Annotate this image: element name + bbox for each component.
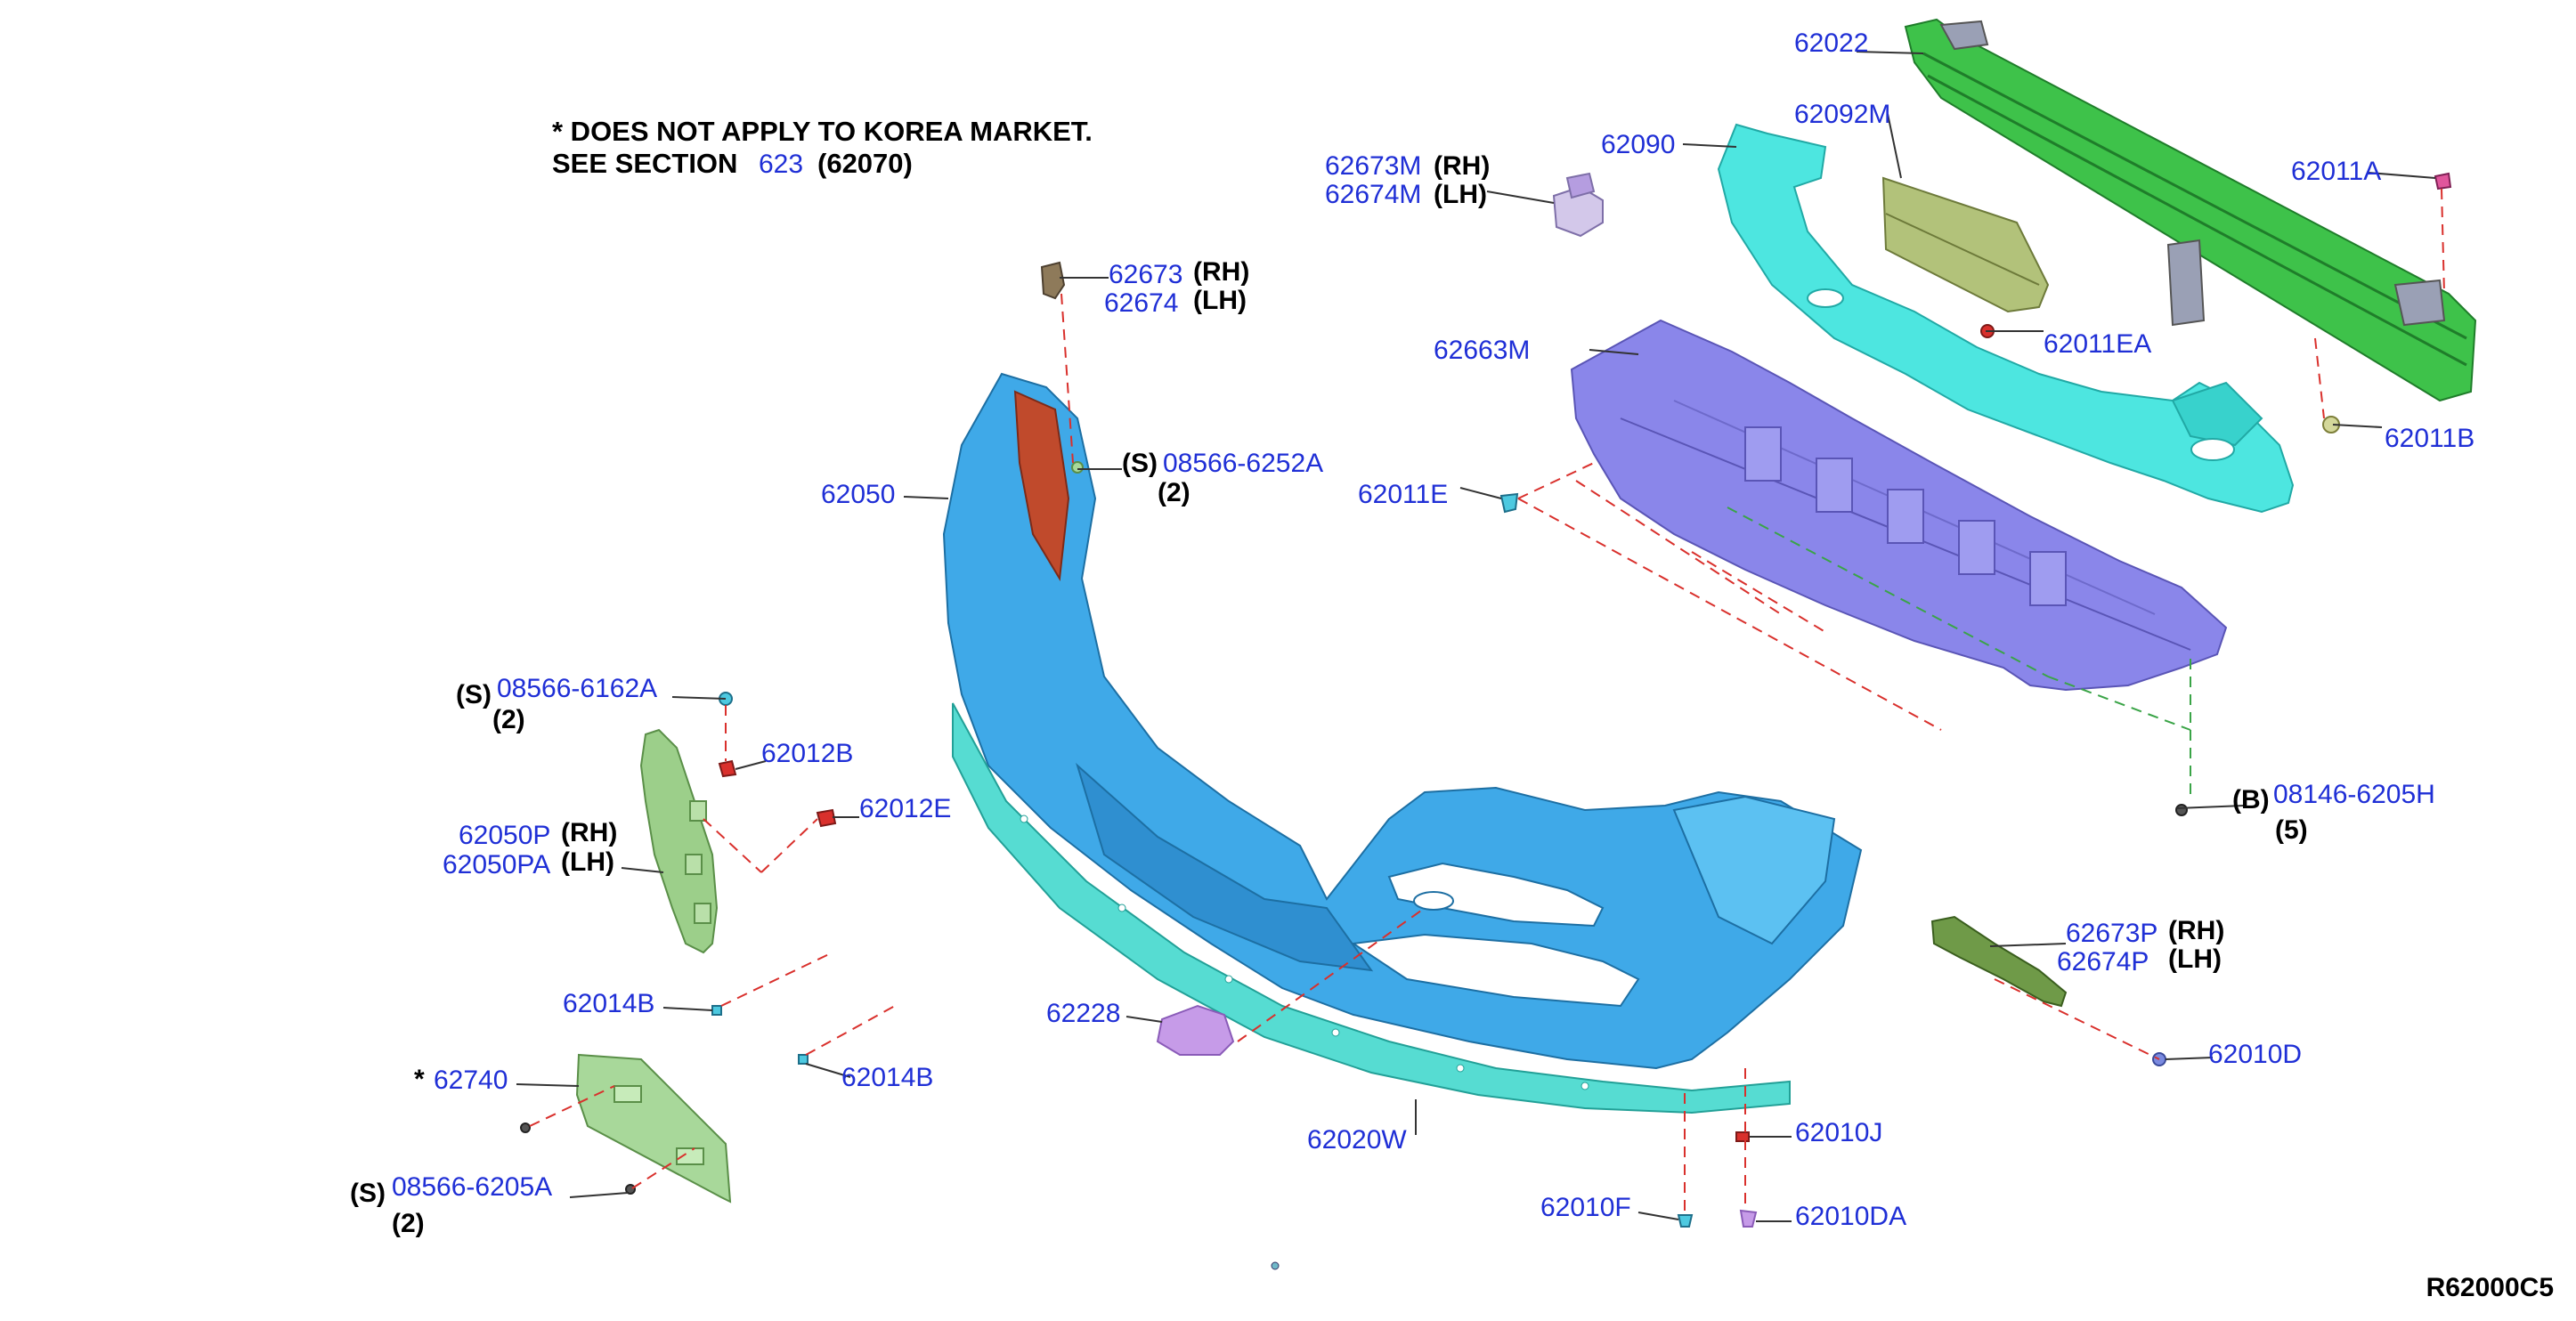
- label-rh-62673M: (RH): [1434, 151, 1490, 181]
- clip-62014B-upper[interactable]: [711, 1005, 722, 1016]
- label-62050PA[interactable]: 62050PA: [443, 850, 550, 879]
- label-62674[interactable]: 62674: [1104, 288, 1178, 318]
- label-62011E[interactable]: 62011E: [1358, 480, 1448, 509]
- label-62740[interactable]: 62740: [434, 1066, 508, 1095]
- label-62663M[interactable]: 62663M: [1434, 336, 1530, 365]
- bolt-08146-6205H[interactable]: [2175, 804, 2188, 816]
- label-s-6162A: (S): [456, 680, 492, 709]
- note-line-2-prefix: SEE SECTION: [552, 148, 737, 179]
- label-qty-6205A: (2): [392, 1209, 425, 1238]
- part-labels: 62022 62092M 62011A 62090 62673M (RH) 62…: [350, 28, 2474, 1238]
- label-rh-62673: (RH): [1193, 257, 1249, 287]
- label-62673P[interactable]: 62673P: [2066, 919, 2158, 948]
- label-62010D[interactable]: 62010D: [2208, 1040, 2302, 1069]
- figure-code: R62000C5: [2426, 1273, 2554, 1302]
- label-62020W[interactable]: 62020W: [1307, 1125, 1407, 1155]
- section-link[interactable]: 623: [759, 150, 803, 179]
- label-62010J[interactable]: 62010J: [1795, 1118, 1882, 1147]
- fastener-62011E[interactable]: [1499, 492, 1519, 514]
- label-62010F[interactable]: 62010F: [1540, 1193, 1631, 1222]
- label-qty-6205H: (5): [2275, 815, 2308, 845]
- label-62673[interactable]: 62673: [1109, 260, 1182, 289]
- label-62014B-lower[interactable]: 62014B: [841, 1063, 933, 1092]
- undercover-62663M[interactable]: [1570, 319, 2228, 692]
- label-qty-6252A: (2): [1158, 478, 1190, 507]
- label-08566-6252A[interactable]: 08566-6252A: [1163, 449, 1323, 478]
- label-62673M[interactable]: 62673M: [1325, 151, 1421, 181]
- clip-62014B-lower[interactable]: [798, 1054, 809, 1065]
- label-62022[interactable]: 62022: [1794, 28, 1868, 58]
- label-lh-62674P: (LH): [2168, 944, 2222, 974]
- label-62012B[interactable]: 62012B: [761, 739, 853, 768]
- label-lh-62674: (LH): [1193, 286, 1247, 315]
- label-08566-6205A[interactable]: 08566-6205A: [392, 1172, 552, 1202]
- energy-absorber-62090[interactable]: [1717, 123, 2295, 514]
- label-62050P[interactable]: 62050P: [459, 821, 550, 850]
- license-bracket-62740[interactable]: [575, 1053, 732, 1203]
- label-08566-6162A[interactable]: 08566-6162A: [497, 674, 657, 703]
- label-s-6205A: (S): [350, 1179, 386, 1208]
- bracket-62673[interactable]: [1040, 261, 1066, 300]
- leader-lines: [516, 51, 2436, 1222]
- label-star-62740: *: [414, 1065, 425, 1094]
- fastener-62010F[interactable]: [1677, 1214, 1694, 1228]
- clip-62012E[interactable]: [816, 808, 837, 828]
- label-62674M[interactable]: 62674M: [1325, 180, 1421, 209]
- reinforcement-62022[interactable]: [1904, 18, 2477, 402]
- label-lh-62050PA: (LH): [561, 847, 614, 877]
- label-62010DA[interactable]: 62010DA: [1795, 1202, 1906, 1231]
- label-62014B-upper[interactable]: 62014B: [563, 989, 654, 1018]
- label-08146-6205H[interactable]: 08146-6205H: [2273, 780, 2435, 809]
- label-b-6205H: (B): [2232, 785, 2270, 814]
- label-62011B[interactable]: 62011B: [2385, 424, 2474, 453]
- label-62674P[interactable]: 62674P: [2057, 947, 2149, 977]
- label-62050[interactable]: 62050: [821, 480, 895, 509]
- clip-62012B[interactable]: [718, 759, 737, 778]
- fastener-62010J[interactable]: [1735, 1131, 1750, 1142]
- label-rh-62050P: (RH): [561, 818, 617, 847]
- section-note: * DOES NOT APPLY TO KOREA MARKET. SEE SE…: [552, 116, 1093, 179]
- label-qty-6162A: (2): [492, 705, 525, 734]
- absorber-block-62092M[interactable]: [1881, 176, 2050, 313]
- small-marker: [1271, 1261, 1280, 1270]
- label-lh-62674M: (LH): [1434, 180, 1487, 209]
- grille-62228[interactable]: [1156, 1004, 1235, 1056]
- label-62011A[interactable]: 62011A: [2291, 157, 2381, 186]
- label-62090[interactable]: 62090: [1601, 130, 1675, 159]
- label-62228[interactable]: 62228: [1046, 999, 1120, 1028]
- bracket-62673M[interactable]: [1552, 172, 1604, 238]
- fastener-62010DA[interactable]: [1739, 1209, 1758, 1228]
- label-s-6252A: (S): [1122, 449, 1158, 478]
- assembly-lines: [529, 188, 2445, 1215]
- section-ref: (62070): [817, 148, 913, 179]
- label-rh-62673P: (RH): [2168, 916, 2224, 945]
- screw-08566-6252A[interactable]: [1071, 461, 1084, 474]
- lower-spoiler-62020W[interactable]: [952, 702, 1791, 1114]
- label-62011EA[interactable]: 62011EA: [2044, 329, 2151, 359]
- side-bracket-62050P[interactable]: [639, 728, 719, 954]
- label-62092M[interactable]: 62092M: [1794, 100, 1890, 129]
- note-line-1: * DOES NOT APPLY TO KOREA MARKET.: [552, 116, 1093, 147]
- fastener-62011A[interactable]: [2434, 172, 2452, 190]
- bracket-62673P[interactable]: [1930, 915, 2068, 1008]
- label-62012E[interactable]: 62012E: [859, 794, 951, 823]
- bumper-fascia-62050[interactable]: [942, 372, 1863, 1070]
